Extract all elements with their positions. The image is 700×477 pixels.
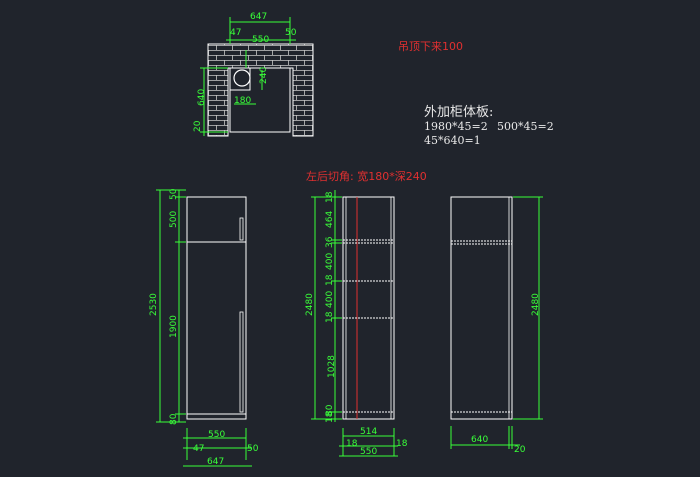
section-dim-seg-4: 18 [325, 274, 335, 286]
plan-dim-bottom: 20 [193, 120, 203, 132]
plan-view: 647 47 550 50 240 180 640 20 [193, 12, 314, 137]
front-dim-base: 80 [169, 413, 179, 425]
plan-dim-cut-depth: 240 [259, 67, 269, 84]
front-dim-total-height: 2530 [149, 293, 159, 316]
note-extra-line1b: 500*45=2 [497, 120, 554, 133]
side-view: 2480 640 20 [450, 196, 543, 455]
plan-dim-inner: 550 [252, 35, 269, 45]
front-dim-total-width: 647 [207, 457, 224, 467]
side-dim-back: 20 [514, 445, 526, 455]
side-cabinet-outline [450, 196, 513, 420]
front-dim-lower: 1900 [169, 315, 179, 338]
plan-dim-left-wall: 47 [230, 28, 241, 38]
front-elevation: 2530 50 500 1900 80 550 47 50 647 [149, 188, 259, 467]
section-cabinet-outline [342, 196, 395, 420]
front-dim-top-gap: 50 [169, 188, 179, 200]
plan-dim-depth: 640 [197, 89, 207, 106]
note-ceiling: 吊顶下来100 [398, 40, 463, 53]
section-view: 2480 18 464 36 400 18 400 18 1028 80 18 … [305, 190, 408, 457]
section-dim-seg-8: 80 [325, 404, 335, 416]
plan-brick-wall [207, 43, 314, 137]
plan-dim-overall: 647 [250, 12, 267, 22]
plan-dim-right-wall: 50 [285, 28, 297, 38]
section-dim-seg-6: 18 [325, 311, 335, 323]
front-dim-inner-width: 550 [208, 430, 225, 440]
section-dim-seg-0: 18 [325, 191, 335, 203]
note-extra-title: 外加柜体板: [424, 105, 493, 120]
plan-cabinet-outline [229, 67, 291, 133]
section-dim-seg-9: 18 [325, 411, 335, 423]
front-dim-right: 50 [247, 444, 259, 454]
front-dim-left: 47 [193, 444, 204, 454]
section-dim-seg-2: 36 [325, 236, 335, 248]
note-corner-cut: 左后切角: 宽180*深240 [306, 169, 427, 183]
note-extra-line2: 45*640=1 [424, 134, 481, 147]
plan-pipe-circle [233, 69, 251, 87]
front-cabinet-outline [186, 196, 247, 420]
section-dim-total-height: 2480 [305, 293, 315, 316]
side-dim-depth: 640 [471, 435, 488, 445]
section-dim-seg-5: 400 [325, 291, 335, 308]
plan-dim-cut-width: 180 [234, 96, 251, 106]
section-dim-total-width: 550 [360, 447, 377, 457]
note-extra-line1a: 1980*45=2 [424, 120, 488, 133]
section-dim-inner-width: 514 [360, 427, 377, 437]
side-dim-total-height: 2480 [531, 293, 541, 316]
section-dim-seg-7: 1028 [327, 355, 337, 378]
section-dim-seg-1: 464 [325, 211, 335, 228]
section-dim-seg-3: 400 [325, 253, 335, 270]
section-dim-right: 18 [396, 439, 408, 449]
section-dim-left: 18 [346, 439, 358, 449]
front-upper-handle [239, 217, 244, 241]
front-lower-handle [239, 311, 244, 413]
front-dim-upper: 500 [169, 211, 179, 228]
